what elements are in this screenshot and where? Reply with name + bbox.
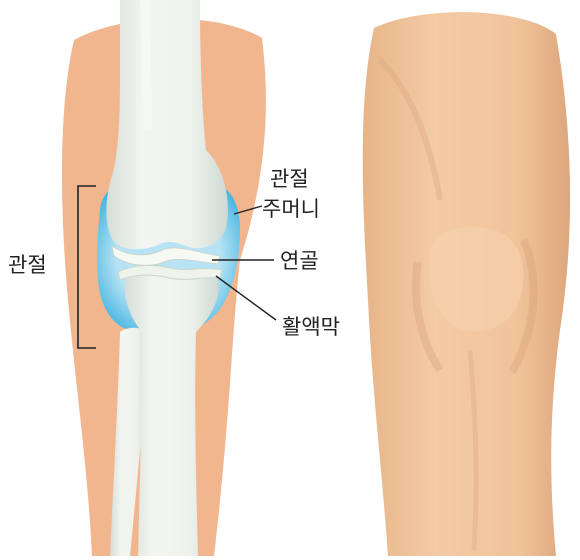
label-capsule-line2: 주머니 [262, 197, 320, 221]
label-joint: 관절 [8, 253, 47, 277]
left-knee-anatomy [62, 0, 276, 556]
right-knee-exterior [363, 12, 570, 556]
label-cartilage: 연골 [280, 249, 319, 273]
label-synovium: 활액막 [282, 315, 340, 339]
label-capsule-line1: 관절 [270, 167, 309, 191]
